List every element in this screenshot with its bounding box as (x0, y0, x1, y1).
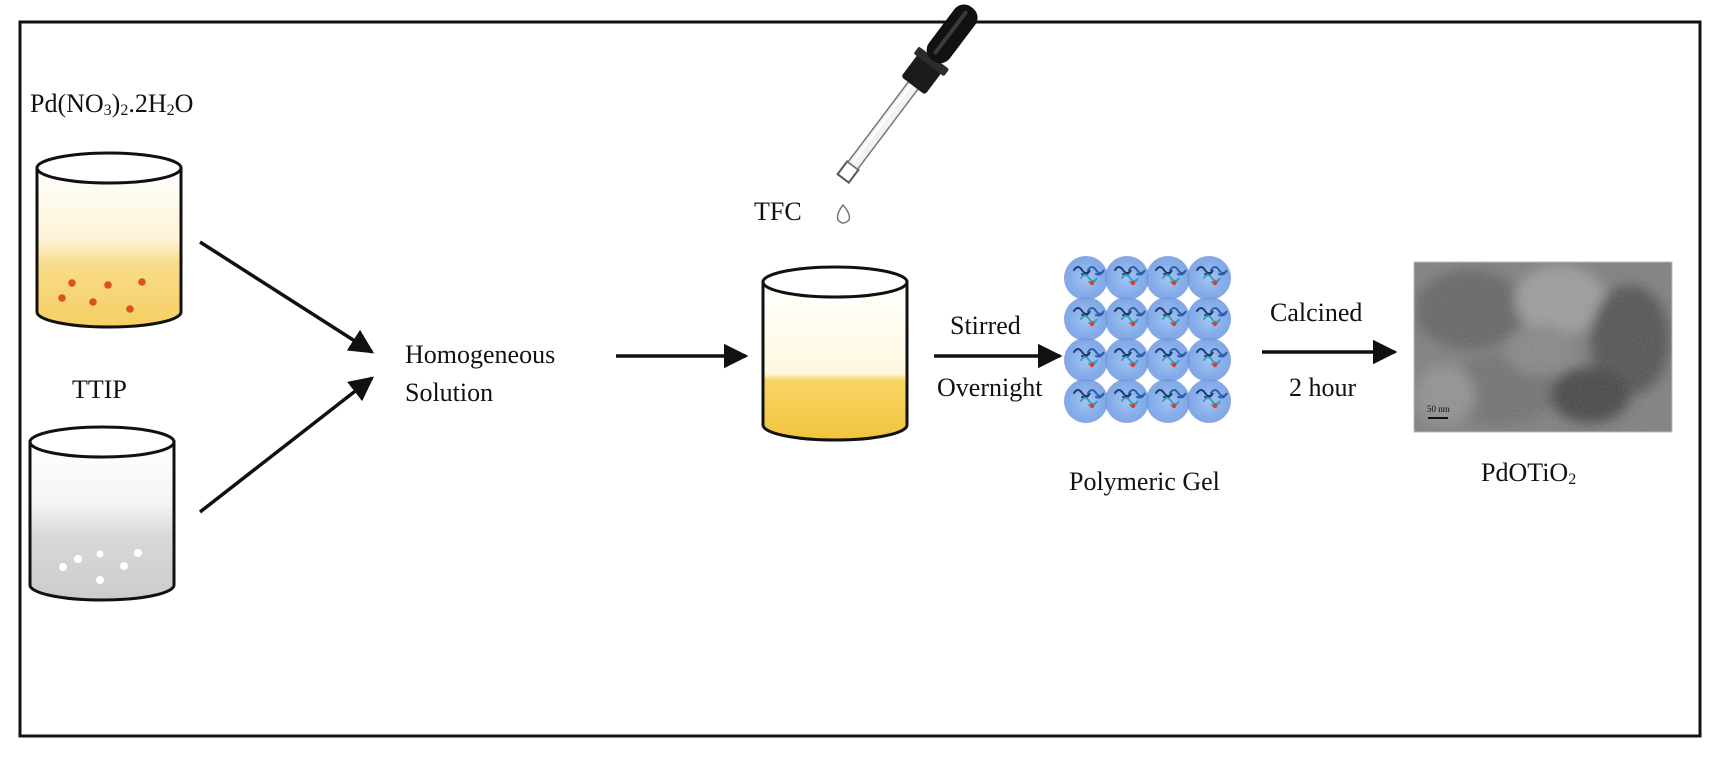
gel-dot (1089, 280, 1095, 286)
gel-chain (1128, 348, 1146, 358)
gel-chain (1196, 266, 1214, 276)
gel-chain (1073, 348, 1091, 358)
arrow-ttip-to-solution (198, 376, 374, 514)
overnight-label: Overnight (937, 373, 1043, 402)
gel-chain (1087, 307, 1105, 317)
gel-chain (1073, 307, 1091, 317)
arrow-pd-to-solution (199, 240, 375, 354)
polymeric-gel-label: Polymeric Gel (1069, 467, 1220, 496)
gel-blob (1187, 297, 1231, 341)
gel-dot (1171, 362, 1177, 368)
gel-dot (1089, 321, 1095, 327)
gel-chain (1169, 389, 1187, 399)
gel-dot (1089, 362, 1095, 368)
gel-blob (1146, 379, 1190, 423)
gel-chain (1114, 307, 1132, 317)
gel-chain (1169, 307, 1187, 317)
polymeric-gel-grid (1064, 256, 1231, 423)
gel-dot (1130, 321, 1136, 327)
gel-dot (1089, 403, 1095, 409)
gel-chain (1155, 389, 1173, 399)
ttip-label: TTIP (72, 375, 127, 404)
gel-blob (1187, 338, 1231, 382)
gel-chain (1073, 266, 1091, 276)
gel-blob (1105, 256, 1149, 300)
gel-chain (1114, 266, 1132, 276)
gel-chain (1196, 389, 1214, 399)
gel-chain (1073, 389, 1091, 399)
gel-blob (1105, 379, 1149, 423)
pd-particles (58, 278, 146, 313)
ttip-beaker (28, 425, 176, 602)
tem-image (1413, 261, 1673, 433)
gel-chain (1087, 389, 1105, 399)
pd-precursor-label: Pd(NO3)2.2H2O (30, 89, 194, 119)
pd-precursor-beaker (35, 151, 183, 329)
gel-dot (1130, 362, 1136, 368)
gel-chain (1155, 266, 1173, 276)
duration-label: 2 hour (1289, 373, 1357, 402)
gel-chain (1169, 266, 1187, 276)
tem-scale-label: 50 nm (1427, 404, 1450, 414)
gel-blob (1187, 379, 1231, 423)
gel-dot (1212, 403, 1218, 409)
calcined-label: Calcined (1270, 298, 1363, 327)
ttip-particles (59, 549, 142, 584)
gel-dot (1130, 403, 1136, 409)
dropper-icon (836, 4, 978, 185)
gel-chain (1210, 307, 1228, 317)
gel-blob (1105, 338, 1149, 382)
gel-dot (1171, 403, 1177, 409)
gel-chain (1210, 389, 1228, 399)
gel-chain (1155, 348, 1173, 358)
droplet (836, 203, 851, 224)
stirred-label: Stirred (950, 311, 1021, 340)
gel-chain (1128, 389, 1146, 399)
gel-blob (1146, 297, 1190, 341)
mixed-solution-beaker (761, 265, 909, 442)
gel-chain (1169, 348, 1187, 358)
gel-chain (1114, 389, 1132, 399)
gel-blob (1064, 338, 1108, 382)
solution-label: Solution (405, 378, 494, 407)
gel-chain (1155, 307, 1173, 317)
product-label: PdOTiO2 (1481, 458, 1577, 488)
gel-chain (1196, 307, 1214, 317)
gel-blob (1105, 297, 1149, 341)
gel-blob (1146, 338, 1190, 382)
gel-chain (1210, 348, 1228, 358)
gel-blob (1064, 297, 1108, 341)
gel-chain (1210, 266, 1228, 276)
gel-dot (1212, 321, 1218, 327)
gel-blob (1187, 256, 1231, 300)
gel-dot (1130, 280, 1136, 286)
gel-chain (1114, 348, 1132, 358)
gel-dot (1212, 362, 1218, 368)
gel-blob (1064, 379, 1108, 423)
tfc-label: TFC (754, 197, 802, 226)
gel-chain (1196, 348, 1214, 358)
gel-dot (1212, 280, 1218, 286)
gel-blob (1064, 256, 1108, 300)
gel-blob (1146, 256, 1190, 300)
gel-chain (1128, 266, 1146, 276)
gel-chain (1087, 348, 1105, 358)
homogeneous-label: Homogeneous (405, 340, 556, 369)
gel-chain (1128, 307, 1146, 317)
gel-chain (1087, 266, 1105, 276)
gel-dot (1171, 280, 1177, 286)
gel-dot (1171, 321, 1177, 327)
